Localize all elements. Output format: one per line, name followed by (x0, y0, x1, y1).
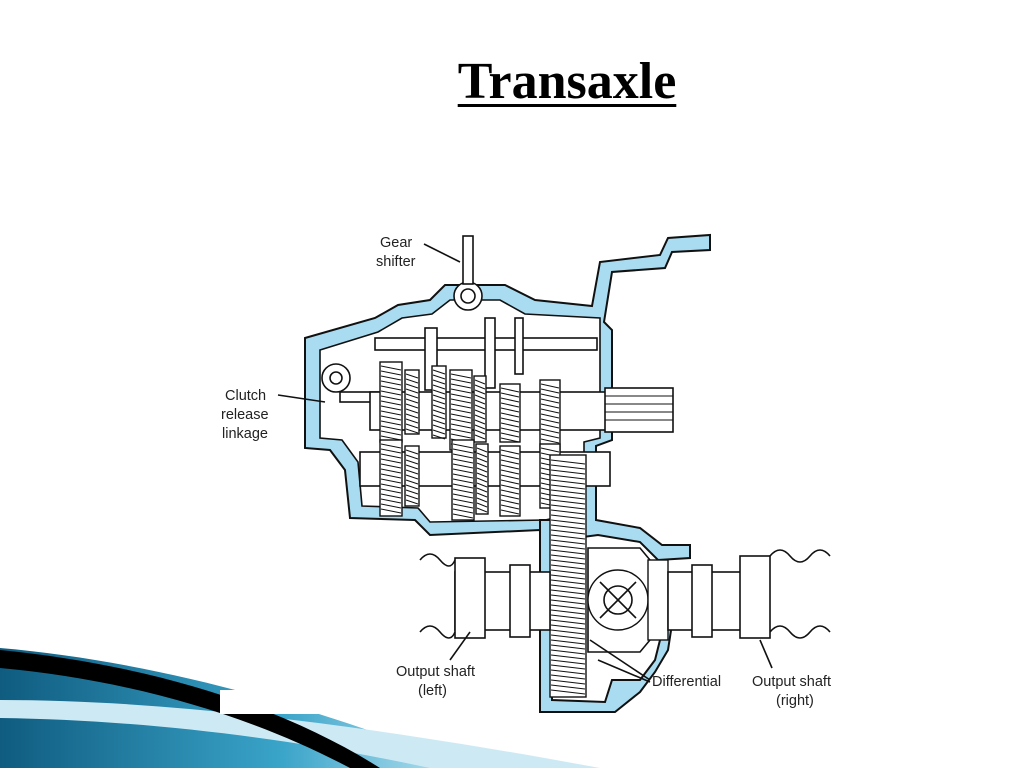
input-shaft-spline (604, 387, 674, 433)
output-shaft-left-wave-top (419, 553, 456, 567)
ring-gear-teeth (550, 459, 586, 695)
ring-gear-tooth (550, 599, 586, 605)
ring-gear-tooth (550, 689, 586, 695)
leader-differential-1 (589, 639, 651, 681)
ring-gear-tooth (550, 649, 586, 655)
ring-gear-tooth (550, 664, 586, 670)
ring-gear-tooth (550, 544, 586, 550)
output-shaft-left-wave-bottom (419, 625, 456, 639)
slide-title: Transaxle (0, 52, 1024, 111)
lower-gear-3 (451, 439, 475, 521)
ring-gear-tooth (550, 469, 586, 475)
output-shaft-right-seal (691, 564, 713, 638)
leader-clutch-release-linkage (277, 394, 326, 403)
ring-gear-tooth (550, 634, 586, 640)
ring-gear-tooth (550, 549, 586, 555)
ring-gear-tooth (550, 654, 586, 660)
output-shaft-right-wave-bottom (769, 625, 831, 639)
lower-gear-2 (404, 445, 420, 507)
ring-gear-tooth (550, 554, 586, 560)
ring-gear-tooth (550, 509, 586, 515)
ring-gear-tooth (550, 534, 586, 540)
upper-gear-6 (499, 383, 521, 443)
leader-output-shaft-right (759, 639, 773, 669)
slide-title-text: Transaxle (457, 53, 677, 110)
lower-gear-stack (379, 439, 561, 521)
leader-differential-2 (597, 659, 651, 683)
ring-gear-tooth (550, 569, 586, 575)
differential-gears (587, 569, 649, 631)
ring-gear-tooth (550, 529, 586, 535)
ring-gear-tooth (550, 669, 586, 675)
ring-gear-tooth (550, 604, 586, 610)
ring-gear-tooth (550, 474, 586, 480)
label-output-shaft-right: Output shaft (right) (752, 674, 835, 709)
ring-gear-tooth (550, 609, 586, 615)
ring-gear-tooth (550, 519, 586, 525)
ring-gear-tooth (550, 624, 586, 630)
ring-gear-tooth (550, 494, 586, 500)
label-clutch-release-linkage: Clutch release linkage (221, 388, 273, 442)
shifter-pivot-inner (460, 288, 476, 304)
label-differential: Differential (652, 674, 721, 690)
ring-gear-tooth (550, 644, 586, 650)
upper-gear-7 (539, 379, 561, 451)
ring-gear-tooth (550, 484, 586, 490)
shift-fork-right (514, 317, 524, 375)
ring-gear-tooth (550, 579, 586, 585)
upper-gear-3 (431, 365, 447, 440)
ring-gear-tooth (550, 589, 586, 595)
ring-gear-tooth (550, 639, 586, 645)
ring-gear-tooth (550, 614, 586, 620)
ring-gear-tooth (550, 674, 586, 680)
ring-gear-tooth (550, 459, 586, 465)
lower-gear-5 (499, 445, 521, 517)
shifter-lever (462, 235, 474, 285)
swoosh-black-band (0, 650, 380, 768)
ring-gear-tooth (550, 659, 586, 665)
label-gear-shifter: Gear shifter (376, 235, 416, 270)
ring-gear-tooth (550, 499, 586, 505)
ring-gear-tooth (550, 684, 586, 690)
upper-gear-1 (379, 361, 403, 443)
upper-gear-4 (449, 369, 473, 451)
ring-gear-tooth (550, 584, 586, 590)
ring-gear-tooth (550, 539, 586, 545)
input-shaft-spline-lines (605, 395, 673, 421)
lower-gear-4 (475, 443, 489, 515)
swoosh-white-block (220, 690, 330, 714)
output-shaft-right-wave-top (769, 549, 831, 563)
output-shaft-left-seal (509, 564, 531, 638)
output-shaft-left-flange (454, 557, 486, 639)
ring-gear-tooth (550, 464, 586, 470)
ring-gear-tooth (550, 629, 586, 635)
clutch-release-lever-hole (329, 371, 343, 385)
leader-gear-shifter (423, 243, 461, 263)
shift-fork-mid (484, 317, 496, 389)
leader-output-shaft-left (449, 631, 471, 661)
output-shaft-right-flange (739, 555, 771, 639)
label-output-shaft-left: Output shaft (left) (396, 664, 479, 699)
ring-gear-tooth (550, 514, 586, 520)
ring-gear-tooth (550, 479, 586, 485)
ring-gear-tooth (550, 594, 586, 600)
ring-gear-tooth (550, 619, 586, 625)
ring-gear-tooth (550, 574, 586, 580)
upper-gear-5 (473, 375, 487, 443)
ring-gear-tooth (550, 489, 586, 495)
upper-gear-2 (404, 369, 420, 435)
differential-side-gear (647, 559, 669, 641)
ring-gear-tooth (550, 679, 586, 685)
ring-gear-tooth (550, 564, 586, 570)
ring-gear-tooth (550, 504, 586, 510)
ring-gear-tooth (550, 559, 586, 565)
ring-gear-tooth (550, 524, 586, 530)
lower-gear-1 (379, 439, 403, 517)
